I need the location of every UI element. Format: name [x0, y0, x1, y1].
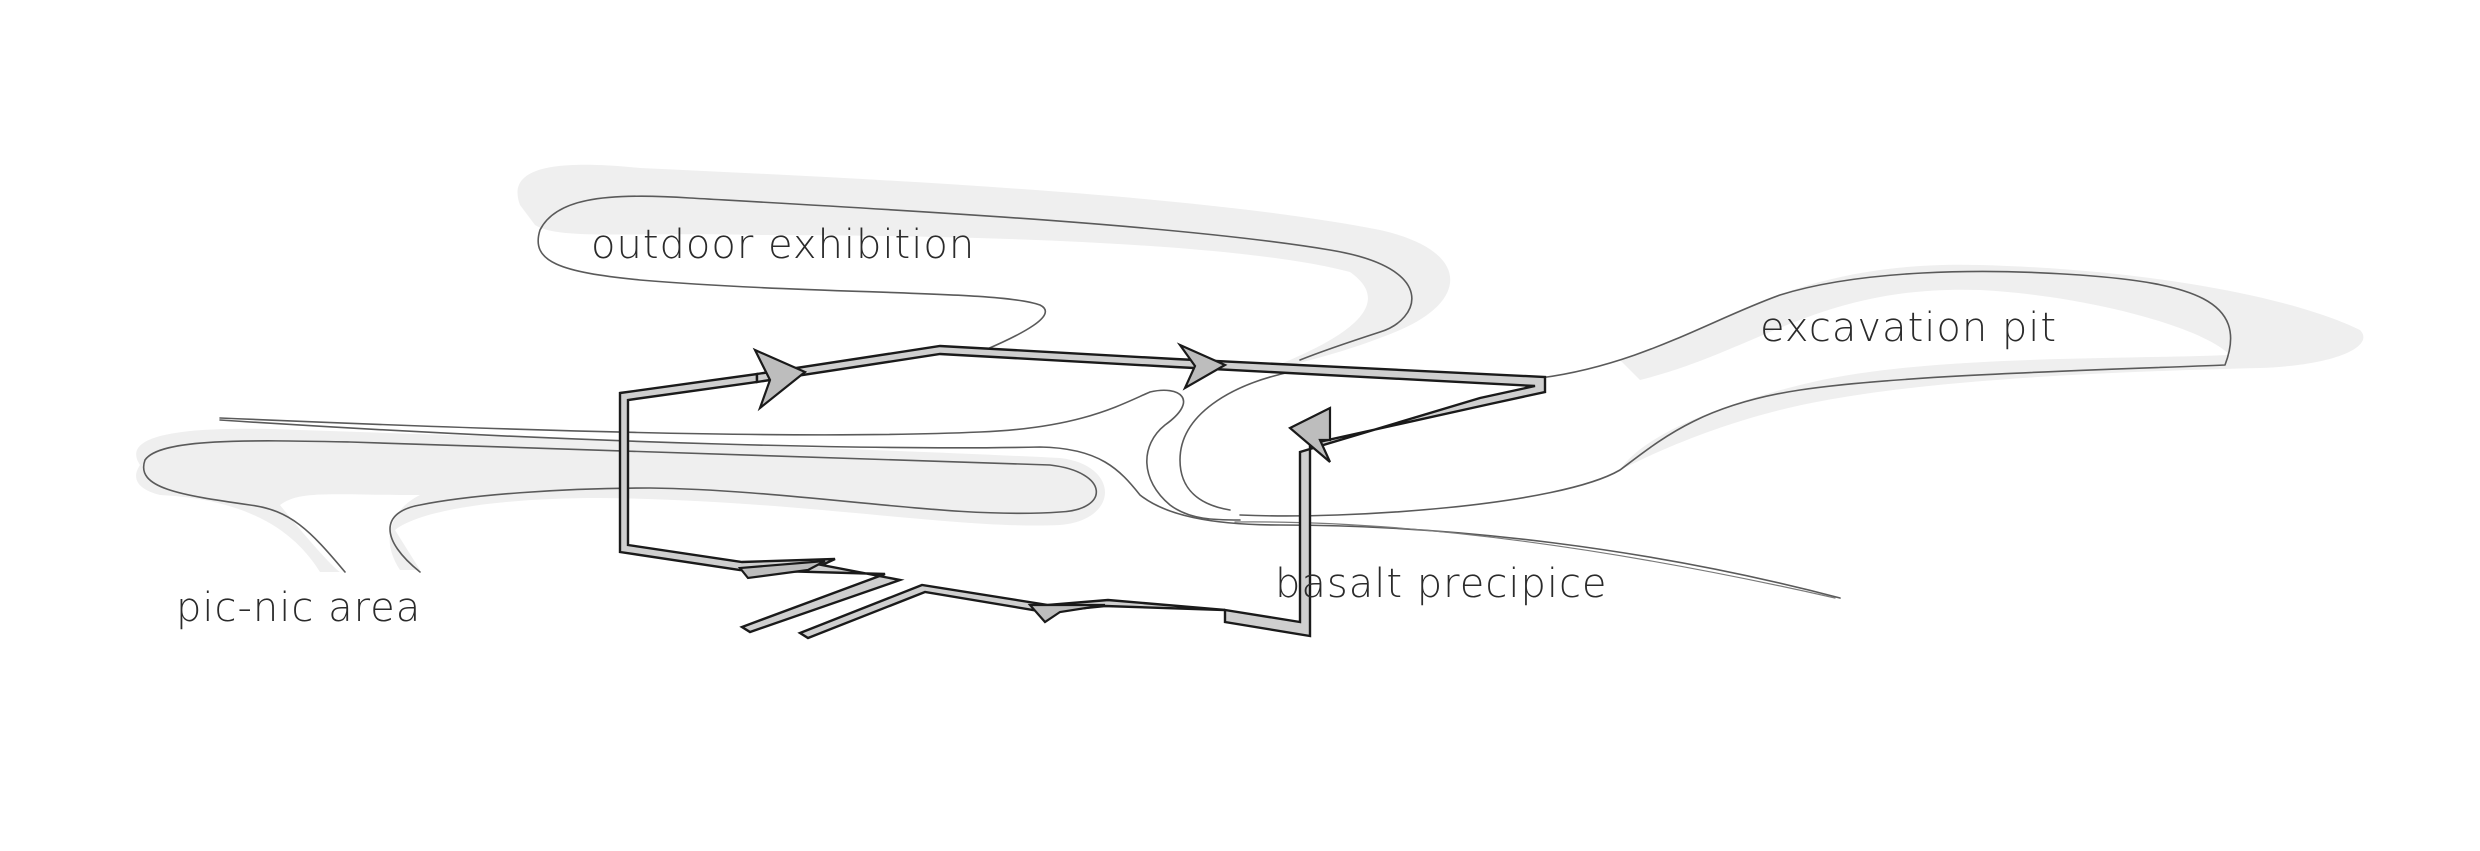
route-arrow-lower-left: [737, 559, 826, 580]
picnic-area-halo: [136, 428, 1105, 572]
terrain-contours: [142, 195, 2232, 599]
route-path-top: [755, 344, 1547, 638]
route-arrow-right-side: [1288, 406, 1332, 463]
visitor-route: [618, 342, 1547, 640]
terrain-halos: [136, 164, 2364, 572]
outdoor-exhibition-contour: [537, 195, 1413, 361]
zone-labels: outdoor exhibition excavation pit pic-ni…: [176, 222, 2057, 631]
label-basalt-precipice: basalt precipice: [1275, 561, 1608, 607]
label-excavation-pit: excavation pit: [1760, 305, 2057, 351]
label-outdoor-exhibition: outdoor exhibition: [591, 222, 975, 268]
valley-contour-upper: [219, 389, 1241, 521]
excavation-pit-halo: [1620, 264, 2364, 470]
label-picnic-area: pic-nic area: [176, 585, 421, 631]
route-arrow-lower-right: [1027, 603, 1106, 624]
picnic-area-contour: [142, 440, 1098, 573]
excavation-pit-contour: [1239, 270, 2232, 517]
route-arrow-upper-right: [1176, 342, 1228, 391]
route-arrow-upper-left: [752, 347, 808, 412]
precipice-contour-lower: [219, 419, 1841, 599]
outdoor-exhibition-halo: [517, 164, 1451, 372]
valley-contour-middle: [1179, 371, 1291, 511]
